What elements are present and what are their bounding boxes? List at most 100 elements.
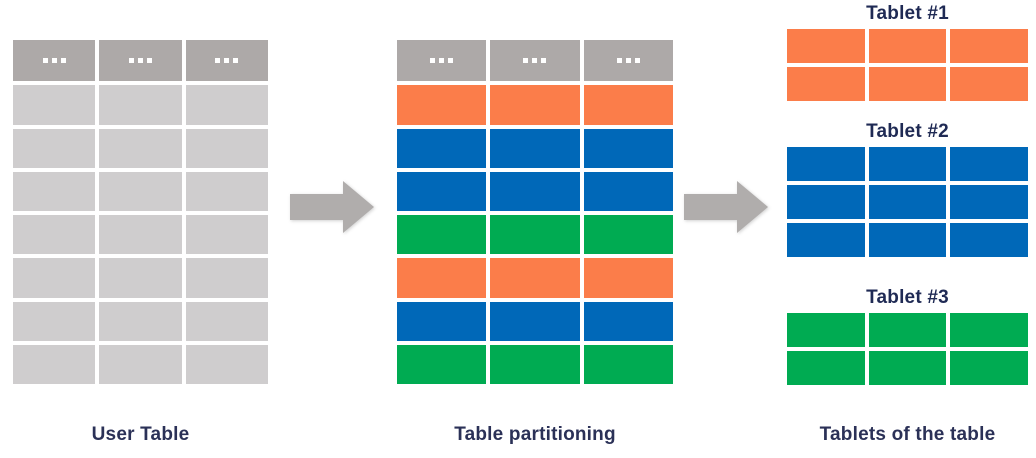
table-cell	[490, 85, 580, 125]
tablet-1-title: Tablet #1	[866, 3, 949, 24]
table-cell	[397, 258, 487, 298]
table-cell	[397, 85, 487, 125]
table-cell	[99, 171, 182, 211]
ellipsis-icon	[616, 58, 640, 64]
tablet-1-group: Tablet #1	[787, 3, 1029, 101]
table-cell	[99, 128, 182, 168]
ellipsis-icon	[430, 58, 454, 64]
table-cell	[13, 215, 96, 255]
partition-table-header-cell	[583, 40, 673, 82]
partition-row	[397, 258, 673, 298]
table-cell	[99, 301, 182, 341]
table-row	[13, 85, 268, 125]
table-cell	[787, 313, 865, 347]
partition-row	[397, 344, 673, 384]
tablet-2-title: Tablet #2	[866, 121, 949, 142]
table-row	[13, 344, 268, 384]
table-cell	[583, 171, 673, 211]
tablet-1-grid	[787, 29, 1029, 101]
partition-row	[397, 85, 673, 125]
partition-table-header-row	[397, 40, 673, 82]
table-cell	[868, 223, 947, 257]
table-cell	[868, 313, 947, 347]
table-cell	[490, 171, 580, 211]
table-cell	[397, 171, 487, 211]
table-row	[787, 351, 1029, 385]
partition-table-header-cell	[490, 40, 580, 82]
ellipsis-icon	[42, 58, 66, 64]
tablet-3-title: Tablet #3	[866, 287, 949, 308]
table-cell	[950, 351, 1029, 385]
table-cell	[185, 344, 268, 384]
tablet-2-grid	[787, 147, 1029, 257]
arrow-partition-to-tablets-icon	[684, 181, 768, 233]
table-cell	[583, 128, 673, 168]
table-cell	[13, 344, 96, 384]
table-cell	[185, 128, 268, 168]
ellipsis-icon	[128, 58, 152, 64]
table-cell	[787, 147, 865, 181]
table-cell	[950, 147, 1029, 181]
table-cell	[13, 128, 96, 168]
table-cell	[13, 85, 96, 125]
table-cell	[13, 301, 96, 341]
table-cell	[490, 215, 580, 255]
table-row	[13, 301, 268, 341]
table-row	[787, 313, 1029, 347]
user-table-header-cell	[185, 40, 268, 82]
table-cell	[868, 29, 947, 63]
table-row	[787, 147, 1029, 181]
table-cell	[868, 185, 947, 219]
partition-table-caption: Table partitioning	[454, 424, 616, 445]
table-cell	[950, 29, 1029, 63]
table-cell	[490, 344, 580, 384]
table-row	[787, 223, 1029, 257]
table-cell	[185, 171, 268, 211]
table-row	[13, 258, 268, 298]
partition-row	[397, 215, 673, 255]
table-row	[787, 185, 1029, 219]
user-table-header-cell	[99, 40, 182, 82]
table-cell	[13, 258, 96, 298]
table-cell	[583, 344, 673, 384]
table-cell	[787, 29, 865, 63]
table-cell	[583, 215, 673, 255]
table-cell	[950, 313, 1029, 347]
table-cell	[583, 85, 673, 125]
tablets-section-caption: Tablets of the table	[819, 424, 996, 445]
partition-row	[397, 301, 673, 341]
table-cell	[185, 215, 268, 255]
ellipsis-icon	[215, 58, 239, 64]
user-table-header-row	[13, 40, 268, 82]
table-cell	[583, 301, 673, 341]
table-cell	[185, 85, 268, 125]
tablet-3-group: Tablet #3	[787, 287, 1029, 385]
table-cell	[185, 258, 268, 298]
table-row	[787, 67, 1029, 101]
ellipsis-icon	[523, 58, 547, 64]
table-cell	[950, 67, 1029, 101]
table-cell	[950, 185, 1029, 219]
table-cell	[490, 301, 580, 341]
table-cell	[490, 258, 580, 298]
partition-row	[397, 128, 673, 168]
table-cell	[787, 223, 865, 257]
table-cell	[397, 215, 487, 255]
table-row	[787, 29, 1029, 63]
table-cell	[490, 128, 580, 168]
arrow-user-to-partition-icon	[290, 181, 374, 233]
table-cell	[868, 147, 947, 181]
table-cell	[99, 344, 182, 384]
user-table-header-cell	[13, 40, 96, 82]
table-cell	[99, 258, 182, 298]
table-cell	[397, 128, 487, 168]
table-cell	[397, 344, 487, 384]
tablet-3-grid	[787, 313, 1029, 385]
table-cell	[787, 185, 865, 219]
table-cell	[99, 215, 182, 255]
table-cell	[787, 351, 865, 385]
table-cell	[950, 223, 1029, 257]
table-row	[13, 128, 268, 168]
table-row	[13, 215, 268, 255]
